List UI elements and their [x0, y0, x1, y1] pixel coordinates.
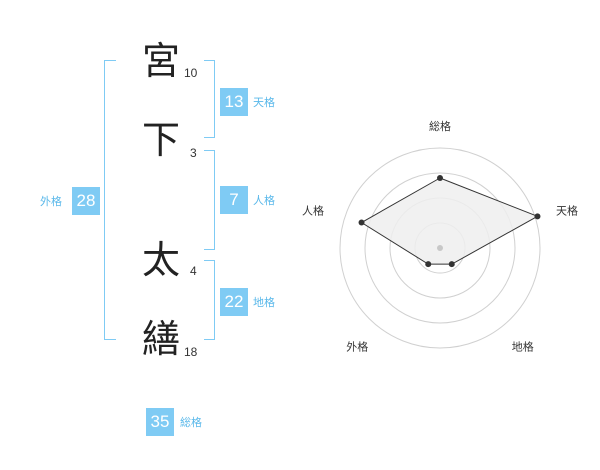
radar-point-4 — [425, 261, 432, 268]
stroke-count-3: 4 — [190, 264, 197, 278]
radar-axis-label-3: 地格 — [512, 340, 534, 354]
soukaku-label: 総格 — [180, 416, 202, 429]
radar-axis-label-5: 人格 — [302, 203, 324, 217]
chikaku-label: 地格 — [253, 296, 275, 309]
radar-axis-label-4: 外格 — [346, 340, 368, 354]
name-char-1: 宮 — [142, 39, 181, 83]
name-char-3: 太 — [142, 238, 181, 282]
jinkaku-bracket — [204, 150, 215, 250]
radar-polygon — [360, 177, 539, 265]
radar-point-5 — [358, 219, 365, 226]
tenkaku-bracket — [204, 60, 215, 138]
name-char-2: 下 — [142, 118, 181, 162]
radar-point-3 — [448, 261, 455, 268]
jinkaku-value-badge: 7 — [220, 186, 248, 214]
radar-series — [358, 175, 541, 268]
radar-axis-label-2: 天格 — [556, 203, 578, 217]
stroke-count-2: 3 — [190, 146, 197, 160]
radar-ring — [364, 172, 516, 324]
radar-point-1 — [437, 175, 443, 181]
tenkaku-label: 天格 — [253, 96, 275, 109]
radar-point-2 — [534, 213, 541, 220]
chikaku-bracket — [204, 260, 215, 340]
radar-center — [437, 245, 443, 251]
tenkaku-value-badge: 13 — [220, 88, 248, 116]
soukaku-value-badge: 35 — [146, 408, 174, 436]
gaikaku-bracket — [104, 60, 116, 340]
gaikaku-label: 外格 — [40, 195, 62, 208]
radar-axis-label-1: 総格 — [429, 119, 451, 133]
stroke-count-1: 10 — [184, 66, 198, 80]
name-char-4: 繕 — [142, 317, 181, 361]
gaikaku-value-badge: 28 — [72, 187, 100, 215]
chikaku-value-badge: 22 — [220, 288, 248, 316]
stroke-count-4: 18 — [184, 345, 198, 359]
jinkaku-label: 人格 — [253, 194, 275, 207]
